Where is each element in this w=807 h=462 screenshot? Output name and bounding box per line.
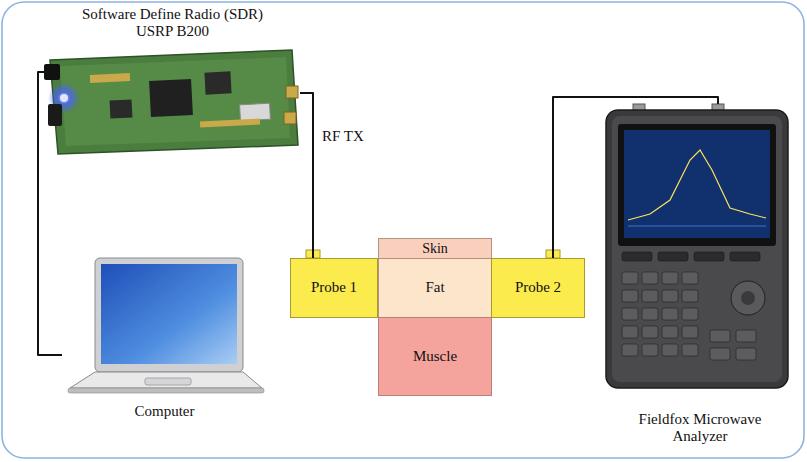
- tissue-layer: Fat: [378, 258, 492, 318]
- box-label: Fat: [425, 279, 444, 296]
- tissue-layer: Skin: [378, 238, 492, 259]
- signal-label: RF TX: [320, 128, 366, 145]
- box-label: Probe 1: [311, 279, 357, 296]
- box-label: Probe 2: [515, 279, 561, 296]
- box-label: Muscle: [413, 348, 457, 365]
- cable-connector: [553, 97, 718, 258]
- sdr-board: [44, 50, 298, 154]
- cable-connector: [38, 72, 62, 355]
- probe-box: Probe 1: [290, 258, 378, 318]
- tissue-layer: Muscle: [378, 317, 492, 396]
- analyzer-illustration: [606, 104, 788, 388]
- cable-connector: [300, 93, 313, 258]
- device-group: Fieldfox Microwave Analyzer: [595, 104, 805, 445]
- device-label: Computer: [135, 403, 195, 420]
- device-group: Software Define Radio (SDR) USRP B200: [45, 6, 300, 156]
- box-label: Skin: [422, 242, 448, 256]
- device-label: Software Define Radio (SDR) USRP B200: [73, 6, 273, 41]
- probe-box: Probe 2: [491, 258, 585, 318]
- laptop-illustration: [68, 258, 264, 393]
- device-group: Computer: [62, 252, 267, 420]
- device-label: Fieldfox Microwave Analyzer: [615, 411, 785, 446]
